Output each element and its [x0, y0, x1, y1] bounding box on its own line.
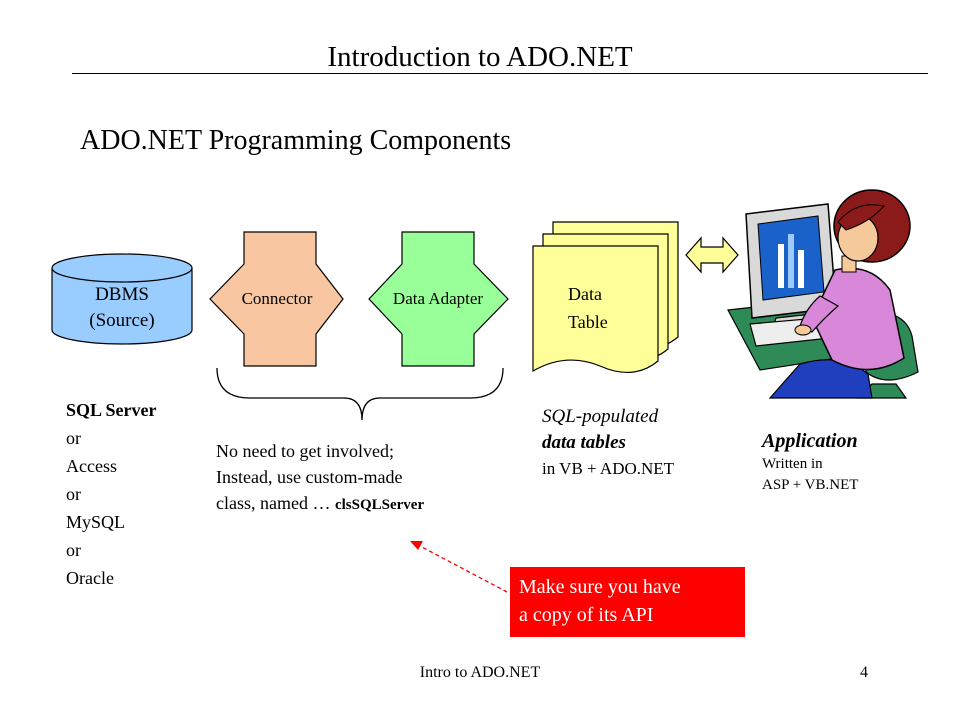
- connector-shape: [209, 231, 344, 367]
- data-tables-caption: SQL-populated data tables in VB + ADO.NE…: [542, 404, 674, 482]
- slide-subtitle: ADO.NET Programming Components: [80, 125, 512, 156]
- callout-line1: Make sure you have: [519, 576, 681, 598]
- caption-line2: data tables: [542, 432, 626, 453]
- note-line3: class, named … clsSQLServer: [216, 490, 424, 518]
- connector-label: Connector: [241, 289, 313, 308]
- slide-title: Introduction to ADO.NET: [327, 41, 633, 73]
- person-at-computer-illustration: [727, 189, 919, 399]
- application-title: Application: [762, 430, 858, 452]
- api-callout: Make sure you have a copy of its API: [510, 567, 745, 637]
- dbms-option-sql-server: SQL Server: [66, 400, 157, 420]
- title-divider: [72, 73, 928, 74]
- dbms-option-or: or: [66, 540, 81, 560]
- dbms-options-list: SQL Server or Access or MySQL or Oracle: [66, 396, 157, 592]
- note-line1: No need to get involved;: [216, 441, 394, 461]
- note-line3-text: class, named …: [216, 493, 331, 513]
- dbms-option-or: or: [66, 484, 81, 504]
- data-table-label-line1: Data: [568, 284, 602, 304]
- application-line2: ASP + VB.NET: [762, 477, 859, 493]
- application-line1: Written in: [762, 456, 823, 472]
- two-way-arrow: [685, 236, 739, 274]
- data-table-stack: [532, 221, 679, 374]
- caption-line1: SQL-populated: [542, 406, 659, 427]
- dbms-label-line2: (Source): [89, 310, 155, 331]
- dbms-cylinder: [51, 253, 193, 345]
- data-adapter-label: Data Adapter: [392, 289, 484, 308]
- dbms-option-oracle: Oracle: [66, 568, 114, 588]
- slide-footer: Intro to ADO.NET: [419, 664, 541, 681]
- data-table-label-line2: Table: [568, 312, 608, 332]
- note-line2: Instead, use custom-made: [216, 467, 403, 487]
- application-caption: Application Written in ASP + VB.NET: [762, 428, 858, 496]
- callout-pointer-arrow: [410, 541, 508, 593]
- dbms-label-line1: DBMS: [95, 284, 149, 305]
- dbms-option-access: Access: [66, 456, 117, 476]
- caption-line3: in VB + ADO.NET: [542, 459, 675, 478]
- dbms-label: DBMS (Source): [52, 282, 192, 334]
- callout-line2: a copy of its API: [519, 604, 654, 626]
- dbms-option-or: or: [66, 428, 81, 448]
- class-name: clsSQLServer: [334, 497, 425, 513]
- data-adapter-shape: [368, 231, 509, 367]
- page-number: 4: [860, 664, 868, 681]
- dbms-option-mysql: MySQL: [66, 512, 126, 532]
- data-table-label: Data Table: [568, 280, 608, 336]
- grouping-brace: [216, 367, 504, 421]
- custom-class-note: No need to get involved; Instead, use cu…: [216, 438, 424, 518]
